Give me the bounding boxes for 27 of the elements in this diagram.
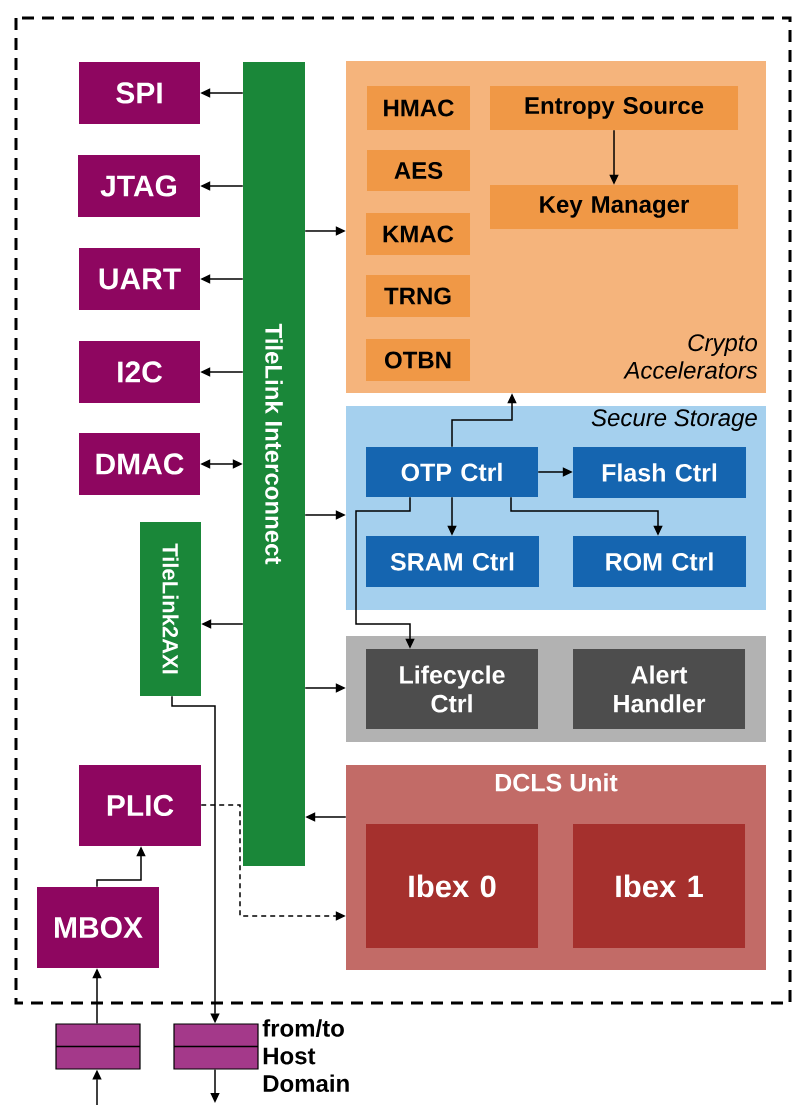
peripheral-box: I2C bbox=[79, 341, 200, 403]
peripheral-box: DMAC bbox=[79, 433, 200, 495]
caption-text: from/to Host Domain bbox=[262, 1019, 349, 1092]
bridge-bar: TileLink2AXI bbox=[140, 522, 201, 696]
block-box: ROM Ctrl bbox=[573, 536, 746, 587]
block-box: Entropy Source bbox=[490, 86, 738, 130]
block-box: HMAC bbox=[367, 86, 470, 130]
block-box: AES bbox=[367, 150, 470, 191]
peripheral-box: JTAG bbox=[78, 155, 200, 217]
core-box: Ibex 0 bbox=[366, 824, 538, 948]
block-box: OTBN bbox=[366, 339, 470, 381]
block-box: SRAM Ctrl bbox=[366, 536, 539, 587]
block-box: KMAC bbox=[366, 213, 470, 255]
interconnect-bar: TileLink Interconnect bbox=[243, 62, 305, 866]
peripheral-box: MBOX bbox=[37, 887, 159, 968]
block-box: OTP Ctrl bbox=[366, 447, 538, 497]
block-box: Flash Ctrl bbox=[573, 447, 746, 498]
block-box: Alert Handler bbox=[573, 649, 745, 729]
peripheral-box: PLIC bbox=[79, 765, 201, 846]
block-box: Lifecycle Ctrl bbox=[366, 649, 538, 729]
peripheral-box: SPI bbox=[79, 62, 200, 124]
block-box: TRNG bbox=[366, 275, 470, 317]
buffer-box bbox=[173, 1023, 259, 1070]
peripheral-box: UART bbox=[79, 248, 200, 310]
core-box: Ibex 1 bbox=[573, 824, 745, 948]
block-box: Key Manager bbox=[490, 185, 738, 229]
buffer-box bbox=[55, 1023, 141, 1070]
